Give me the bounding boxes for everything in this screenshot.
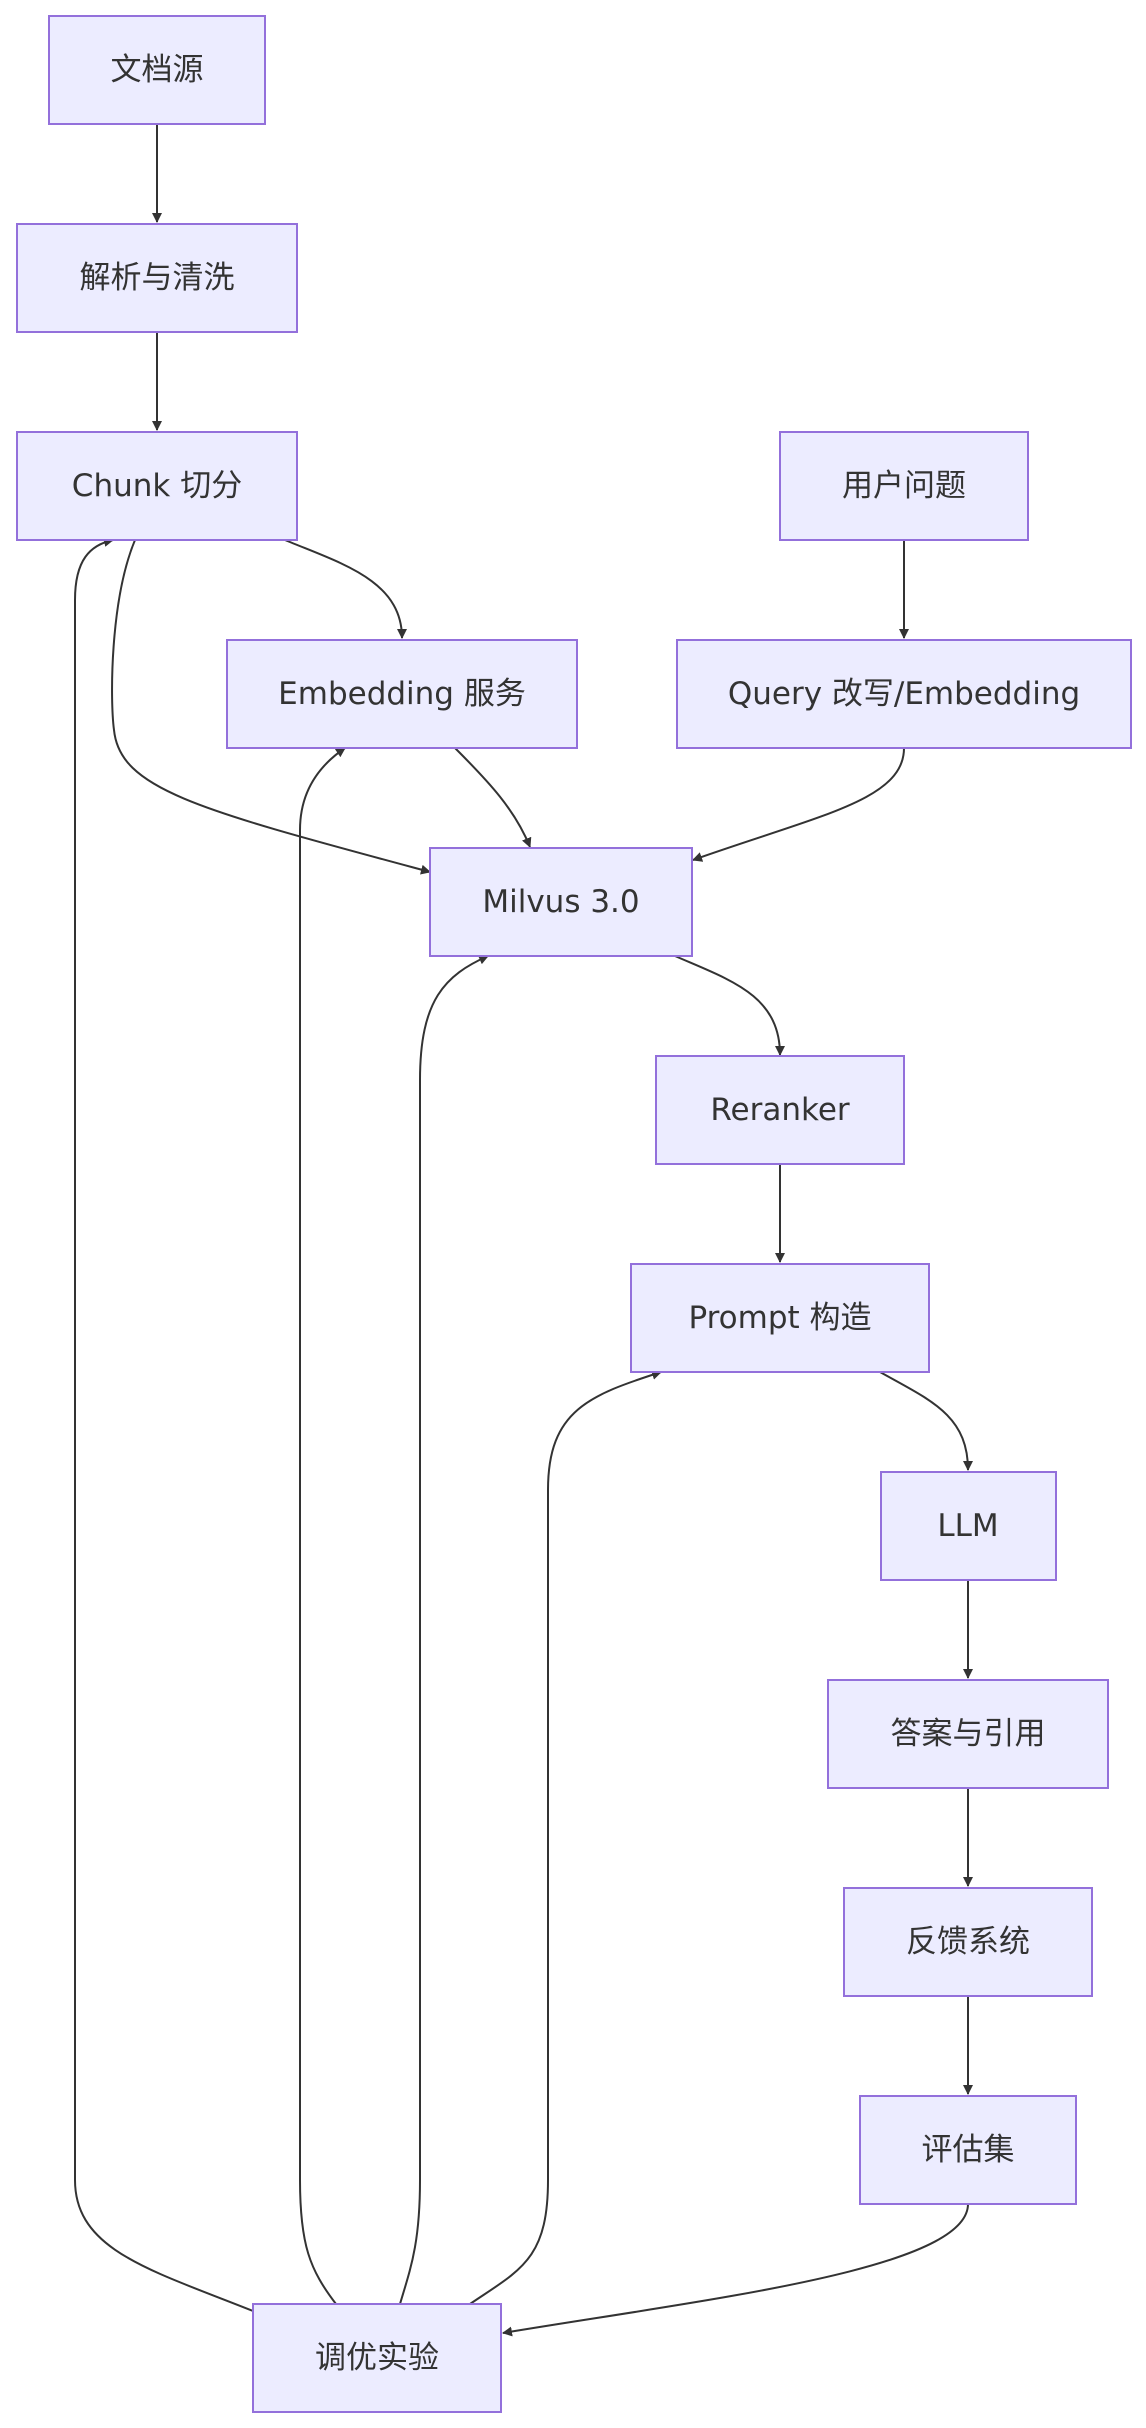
node-answer-label: 答案与引用 [891,1716,1046,1752]
node-parse-clean-label: 解析与清洗 [80,260,235,296]
node-tuning[interactable]: 调优实验 [252,2303,502,2413]
node-llm[interactable]: LLM [880,1471,1057,1581]
edge-milvus-to-reranker [674,955,785,1056]
node-embedding[interactable]: Embedding 服务 [226,639,578,749]
node-milvus[interactable]: Milvus 3.0 [429,847,693,957]
edge-prompt-to-llm [879,1371,973,1471]
node-chunk-label: Chunk 切分 [72,468,242,504]
node-user-question-label: 用户问题 [842,468,966,504]
edge-tuning-to-prompt [469,1370,662,2305]
node-llm-label: LLM [937,1508,998,1544]
edge-tuning-to-chunk [74,537,254,2312]
node-prompt-label: Prompt 构造 [688,1300,871,1336]
node-milvus-label: Milvus 3.0 [482,884,639,920]
node-doc-source-label: 文档源 [111,52,204,88]
edge-embedding-to-milvus [454,747,532,848]
edge-chunk-to-milvus [111,539,431,875]
edges-layer [74,124,973,2337]
node-feedback[interactable]: 反馈系统 [843,1887,1093,1997]
edge-tuning-to-embedding [299,747,346,2305]
node-embedding-label: Embedding 服务 [278,676,526,712]
node-tuning-label: 调优实验 [315,2340,439,2376]
node-parse-clean[interactable]: 解析与清洗 [16,223,298,333]
edge-tuning-to-milvus [399,955,489,2305]
node-chunk[interactable]: Chunk 切分 [16,431,298,541]
edge-query-to-milvus [692,747,905,862]
node-eval-set[interactable]: 评估集 [859,2095,1077,2205]
edge-chunk-to-embedding [284,539,407,639]
node-feedback-label: 反馈系统 [906,1924,1030,1960]
node-prompt[interactable]: Prompt 构造 [630,1263,930,1373]
node-reranker-label: Reranker [710,1092,850,1128]
node-doc-source[interactable]: 文档源 [48,15,266,125]
node-answer[interactable]: 答案与引用 [827,1679,1109,1789]
node-query-rewrite-label: Query 改写/Embedding [728,676,1080,712]
node-query-rewrite[interactable]: Query 改写/Embedding [676,639,1132,749]
node-user-question[interactable]: 用户问题 [779,431,1029,541]
edge-eval-set-to-tuning [502,2203,969,2337]
node-reranker[interactable]: Reranker [655,1055,905,1165]
node-eval-set-label: 评估集 [922,2132,1015,2168]
nodes-layer: 文档源 解析与清洗 Chunk 切分 Embedding 服务 用户问题 Que… [16,15,1132,2413]
